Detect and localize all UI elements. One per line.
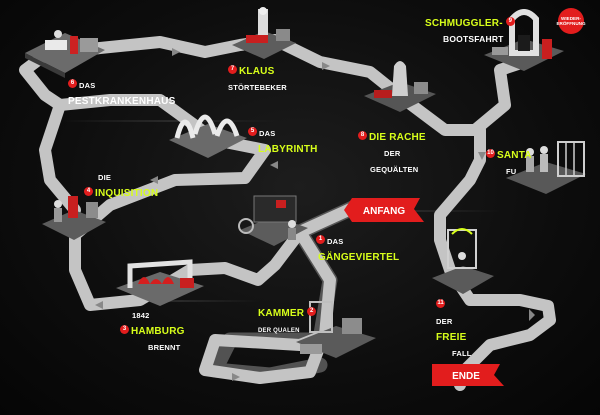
cage-scene-icon [506, 141, 586, 194]
end-flag[interactable]: ENDE [432, 362, 506, 388]
route-east [434, 124, 556, 391]
route-detail [39, 99, 81, 216]
end-label: ENDE [452, 371, 480, 382]
background-streak [100, 300, 260, 302]
direction-arrows [95, 48, 535, 381]
drop-tower-scene-icon [432, 228, 494, 294]
alley-scene-icon [238, 195, 308, 246]
station-schmuggler[interactable]: SCHMUGGLER-9 BOOTSFAHRT [425, 14, 517, 46]
station-number: 6 [68, 79, 77, 89]
background-streak [60, 120, 280, 122]
ghost-scene-icon [364, 61, 436, 112]
station-freie-fall[interactable]: 11 DER FREIE FALL [436, 299, 472, 358]
labyrinth-scene-icon [169, 114, 247, 158]
hospital-scene-icon [25, 30, 105, 78]
pirate-scene-icon [232, 7, 296, 59]
inquisition-scene-icon [42, 196, 106, 240]
fire-scene-icon [116, 259, 204, 306]
reopening-badge: WIEDER- ERÖFFNUNG [556, 8, 586, 34]
start-label: ANFANG [363, 206, 405, 217]
torture-scene-icon [296, 301, 376, 358]
route-main [199, 201, 361, 384]
start-flag[interactable]: ANFANG [344, 196, 426, 224]
